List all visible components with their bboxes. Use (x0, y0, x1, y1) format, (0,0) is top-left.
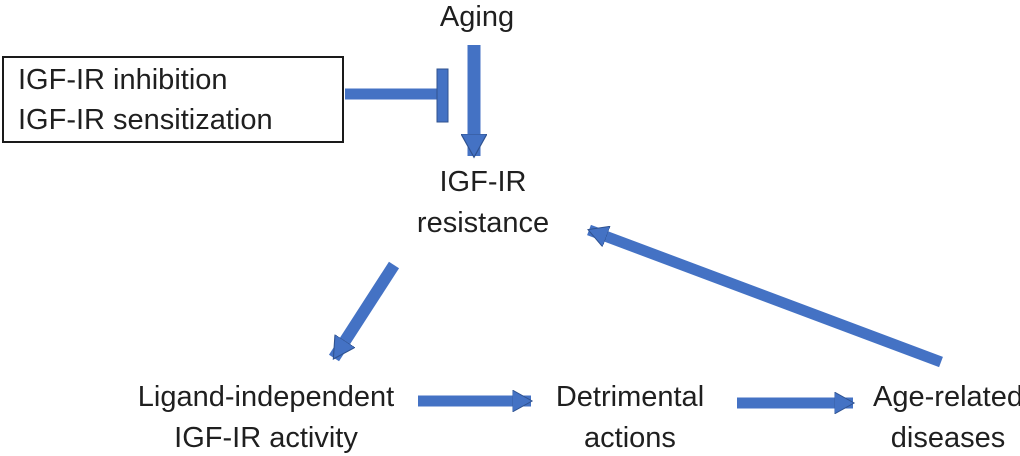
node-detrimental: Detrimental actions (552, 377, 708, 456)
node-interventions-box: IGF-IR inhibition IGF-IR sensitization (2, 56, 344, 143)
node-resistance: IGF-IR resistance (398, 162, 568, 244)
detrimental-line-2: actions (584, 422, 676, 454)
inhibition-tbar-interventions (345, 68, 449, 123)
arrow-resistance-to-ligand (328, 261, 400, 362)
node-aging: Aging (404, 0, 550, 38)
ligand-independent-line-1: Ligand-independent (137, 381, 395, 413)
interventions-line-2: IGF-IR sensitization (18, 103, 273, 136)
detrimental-line-1: Detrimental (555, 381, 705, 413)
node-age-related: Age-related diseases (860, 377, 1020, 456)
arrow-age-to-resistance (589, 224, 943, 368)
resistance-line-1: IGF-IR (439, 166, 527, 198)
interventions-line-1: IGF-IR inhibition (18, 63, 228, 96)
resistance-line-2: resistance (416, 207, 550, 239)
age-related-line-1: Age-related (873, 381, 1020, 413)
node-aging-label: Aging (439, 1, 515, 33)
age-related-line-2: diseases (890, 422, 1006, 454)
node-ligand-independent: Ligand-independent IGF-IR activity (116, 377, 416, 456)
ligand-independent-line-2: IGF-IR activity (174, 422, 358, 454)
